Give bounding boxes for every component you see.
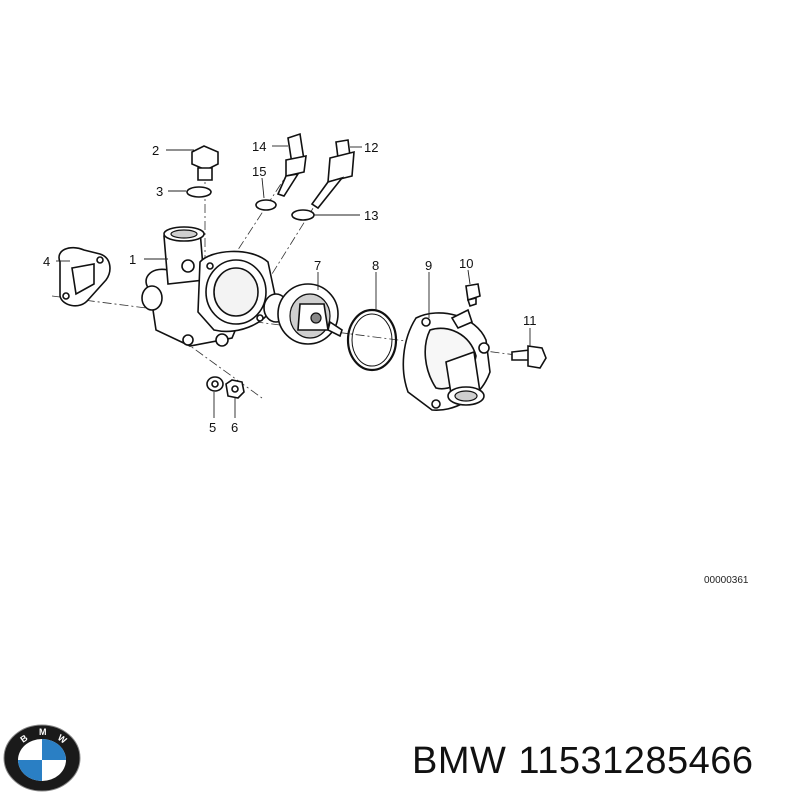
bmw-logo: B M W	[3, 724, 81, 792]
sealing-ring-switch-part	[291, 209, 315, 221]
o-ring-part	[346, 308, 398, 372]
thermostat-cover-part	[402, 308, 491, 411]
diagram-reference-code: 00000361	[704, 575, 749, 586]
callout-12: 12	[364, 140, 378, 155]
nut-hole	[231, 385, 239, 393]
part-number: 11531285466	[518, 740, 754, 782]
leader-10	[467, 269, 471, 285]
bolt-part	[511, 345, 547, 369]
callout-2: 2	[152, 143, 159, 158]
plug-screw-part	[191, 145, 219, 181]
brand-name: BMW	[412, 740, 507, 782]
washer-hole	[211, 380, 219, 388]
part-caption: BMW 11531285466	[412, 740, 766, 783]
svg-text:M: M	[39, 727, 47, 737]
assembly-axis-sensor-15	[229, 169, 291, 263]
temperature-switch-part	[310, 139, 355, 210]
assembly-axis-studs	[181, 339, 263, 399]
leader-15	[261, 177, 265, 199]
seal-ring-part	[186, 186, 212, 198]
callout-1: 1	[129, 252, 136, 267]
temperature-sensor-part	[276, 132, 307, 197]
callout-11: 11	[523, 313, 537, 328]
callout-4: 4	[43, 254, 50, 269]
callout-7: 7	[314, 258, 321, 273]
callout-14: 14	[252, 139, 266, 154]
callout-6: 6	[231, 420, 238, 435]
callout-5: 5	[209, 420, 216, 435]
callout-13: 13	[364, 208, 378, 223]
o-ring-inner	[351, 313, 393, 367]
sealing-ring-part	[255, 199, 277, 211]
callout-3: 3	[156, 184, 163, 199]
callout-9: 9	[425, 258, 432, 273]
gasket-part	[58, 246, 111, 307]
callout-10: 10	[459, 256, 473, 271]
callout-8: 8	[372, 258, 379, 273]
bleed-screw-part	[465, 283, 481, 308]
callout-15: 15	[252, 164, 266, 179]
thermostat-housing-part	[141, 226, 277, 347]
thermostat-part	[263, 283, 343, 345]
svg-text:B: B	[18, 732, 29, 744]
